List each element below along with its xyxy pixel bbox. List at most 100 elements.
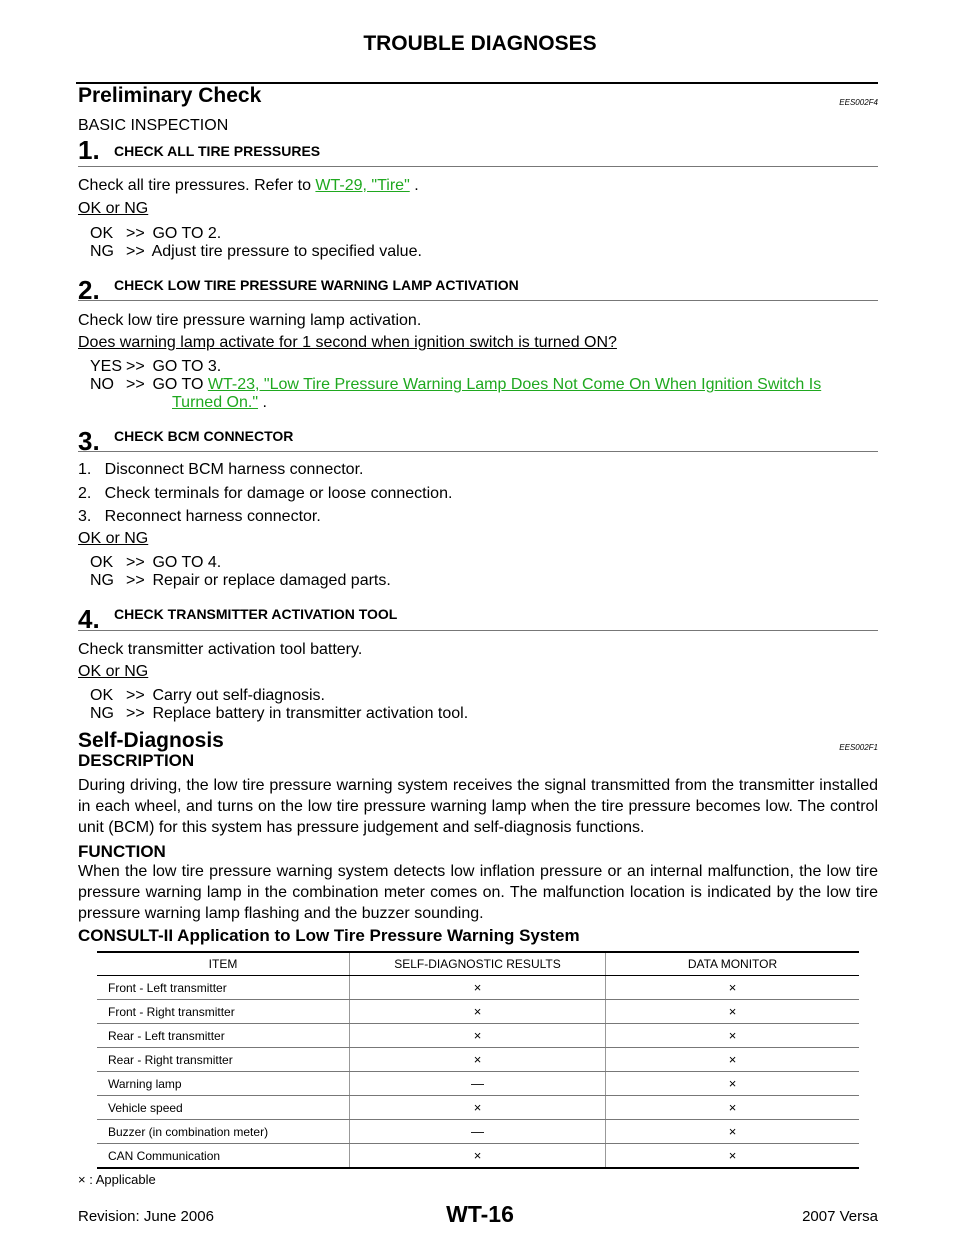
function-text: When the low tire pressure warning syste…: [78, 863, 878, 922]
table-cell-item: Rear - Left transmitter: [97, 1023, 350, 1048]
step-3-item-1: 1. Disconnect BCM harness connector.: [78, 461, 364, 478]
table-row: CAN Communication × ×: [97, 1143, 859, 1169]
step-3-item-2: 2. Check terminals for damage or loose c…: [78, 485, 453, 502]
table-cell-data-monitor: ×: [605, 999, 859, 1024]
arrow: >>: [126, 572, 145, 589]
step-2-question: Does warning lamp activate for 1 second …: [78, 334, 617, 351]
table-cell-self-diag: ×: [349, 975, 606, 1000]
arrow: >>: [126, 376, 145, 393]
step-2-number: 2.: [78, 275, 100, 305]
table-cell-self-diag: ×: [349, 1047, 606, 1072]
step-4-title: CHECK TRANSMITTER ACTIVATION TOOL: [114, 606, 398, 622]
tire-link[interactable]: WT-29, "Tire": [315, 177, 410, 194]
table-cell-self-diag: —: [349, 1071, 606, 1096]
result-text-post: .: [258, 394, 267, 411]
step-4-result-ng: NG >> Replace battery in transmitter acti…: [90, 704, 468, 723]
arrow: >>: [126, 358, 145, 375]
description-text: During driving, the low tire pressure wa…: [78, 777, 878, 836]
table-cell-data-monitor: ×: [605, 1119, 859, 1144]
table-cell-item: Front - Left transmitter: [97, 975, 350, 1000]
table-cell-item: Buzzer (in combination meter): [97, 1119, 350, 1144]
step-1-result-ok: OK >> GO TO 2.: [90, 224, 221, 243]
result-text-pre: GO TO: [152, 376, 208, 393]
table-cell-data-monitor: ×: [605, 1023, 859, 1048]
consult-table: ITEM SELF-DIAGNOSTIC RESULTS DATA MONITO…: [97, 951, 859, 1169]
table-cell-item: Warning lamp: [97, 1071, 350, 1096]
warning-lamp-link-cont[interactable]: Turned On.": [172, 394, 259, 411]
result-label: NG: [90, 705, 114, 722]
result-label: OK: [90, 554, 114, 571]
step-3-number: 3.: [78, 426, 100, 456]
footer-page-number: WT-16: [446, 1201, 514, 1227]
table-cell-item: Rear - Right transmitter: [97, 1047, 350, 1072]
table-cell-item: Front - Right transmitter: [97, 999, 350, 1024]
col-data-monitor-header: DATA MONITOR: [605, 951, 859, 976]
table-row: Warning lamp — ×: [97, 1071, 859, 1096]
header-rule: [76, 82, 878, 84]
step-3-result-ng: NG >> Repair or replace damaged parts.: [90, 571, 391, 590]
step-4-question: OK or NG: [78, 663, 149, 680]
table-cell-self-diag: ×: [349, 1023, 606, 1048]
table-row: Front - Left transmitter × ×: [97, 975, 859, 1000]
page-header-title: TROUBLE DIAGNOSES: [363, 32, 597, 55]
basic-inspection-label: BASIC INSPECTION: [78, 117, 229, 134]
step-4-result-ok: OK>> Carry out self-diagnosis.: [90, 686, 325, 705]
step-3-rule: [78, 451, 878, 452]
step-1-title: CHECK ALL TIRE PRESSURES: [114, 143, 321, 159]
result-label: OK: [90, 687, 114, 704]
result-text: GO TO 4.: [152, 554, 222, 571]
result-label: NG: [90, 243, 114, 260]
table-cell-data-monitor: ×: [605, 1071, 859, 1096]
step-1-text-pre: Check all tire pressures. Refer to: [78, 177, 316, 194]
step-4-text: Check transmitter activation tool batter…: [78, 641, 363, 658]
function-heading: FUNCTION: [78, 842, 166, 861]
step-2-result-yes: YES>> GO TO 3.: [90, 357, 221, 376]
arrow: >>: [126, 705, 145, 722]
result-text: GO TO 3.: [152, 358, 222, 375]
step-2-rule: [78, 300, 878, 301]
step-2-result-no: NO >> GO TO WT-23, "Low Tire Pressure War…: [90, 375, 821, 394]
arrow: >>: [126, 243, 145, 260]
result-label: NO: [90, 376, 114, 393]
result-text: Carry out self-diagnosis.: [152, 687, 325, 704]
step-1-result-ng: NG>> Adjust tire pressure to specified v…: [90, 242, 422, 261]
table-row: Rear - Left transmitter × ×: [97, 1023, 859, 1048]
table-cell-data-monitor: ×: [605, 1143, 859, 1169]
table-cell-self-diag: —: [349, 1119, 606, 1144]
preliminary-check-title: Preliminary Check: [78, 84, 262, 107]
col-self-diag-header: SELF-DIAGNOSTIC RESULTS: [349, 951, 606, 976]
step-2-text: Check low tire pressure warning lamp act…: [78, 312, 422, 329]
self-diagnosis-code: EES002F1: [839, 743, 878, 752]
step-3-question: OK or NG: [78, 530, 149, 547]
table-cell-self-diag: ×: [349, 1095, 606, 1120]
arrow: >>: [126, 225, 145, 242]
result-text: Repair or replace damaged parts.: [152, 572, 391, 589]
result-text: Replace battery in transmitter activatio…: [152, 705, 469, 722]
step-1-number: 1.: [78, 135, 100, 165]
footer-model: 2007 Versa: [802, 1208, 878, 1225]
warning-lamp-link[interactable]: WT-23, "Low Tire Pressure Warning Lamp D…: [207, 376, 822, 393]
table-row: Front - Right transmitter × ×: [97, 999, 859, 1024]
step-1-rule: [78, 166, 878, 167]
result-label: OK: [90, 225, 114, 242]
consult-heading: CONSULT-II Application to Low Tire Press…: [78, 926, 580, 945]
arrow: >>: [126, 554, 145, 571]
preliminary-check-code: EES002F4: [839, 98, 878, 107]
step-4-number: 4.: [78, 604, 100, 634]
step-3-result-ok: OK >> GO TO 4.: [90, 553, 221, 572]
table-cell-data-monitor: ×: [605, 1047, 859, 1072]
col-item-header: ITEM: [97, 951, 350, 976]
step-1-question: OK or NG: [78, 200, 149, 217]
table-row: Rear - Right transmitter × ×: [97, 1047, 859, 1072]
table-header-row: ITEM SELF-DIAGNOSTIC RESULTS DATA MONITO…: [97, 951, 859, 976]
step-4-rule: [78, 630, 878, 631]
result-label: YES: [90, 358, 123, 375]
step-2-result-no-cont: Turned On." .: [172, 393, 267, 412]
table-cell-self-diag: ×: [349, 1143, 606, 1169]
result-text: GO TO 2.: [152, 225, 222, 242]
result-label: NG: [90, 572, 114, 589]
table-cell-item: Vehicle speed: [97, 1095, 350, 1120]
step-1-text: Check all tire pressures. Refer to WT-29…: [78, 176, 419, 195]
step-2-title: CHECK LOW TIRE PRESSURE WARNING LAMP ACT…: [114, 277, 519, 293]
table-row: Buzzer (in combination meter) — ×: [97, 1119, 859, 1144]
